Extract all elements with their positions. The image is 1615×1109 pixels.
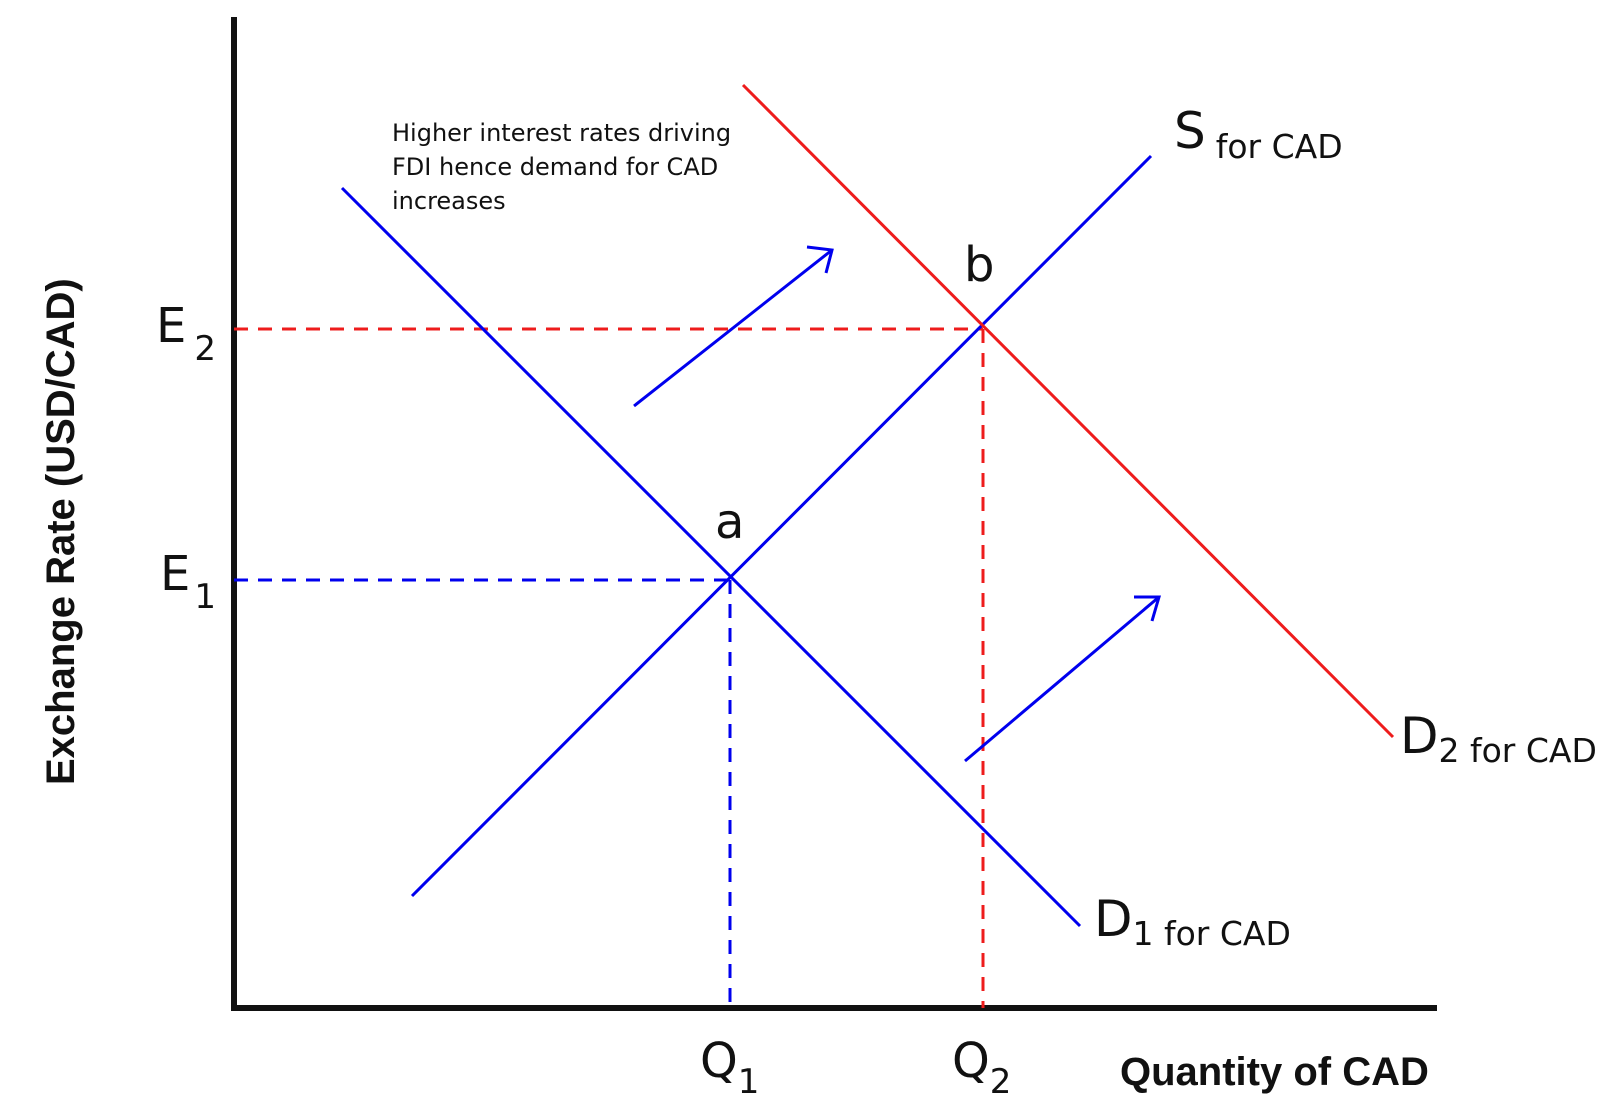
point-a-label: a (715, 494, 744, 550)
shift-arrow-lower (964, 595, 1161, 763)
demand1-label: D1 for CAD (1094, 890, 1291, 953)
demand1-curve (340, 186, 1082, 928)
x-axis-title: Quantity of CAD (1120, 1050, 1429, 1094)
q2-label: Q2 (952, 1033, 1011, 1102)
annotation-text: Higher interest rates driving FDI hence … (392, 119, 739, 215)
supply-curve (410, 154, 1153, 898)
point-b-label: b (964, 237, 994, 293)
q1-label: Q1 (700, 1033, 759, 1102)
demand2-label: D2 for CAD (1400, 707, 1597, 770)
demand2-curve (741, 83, 1395, 739)
shift-arrow-upper (633, 245, 834, 408)
y-axis-title: Exchange Rate (USD/CAD) (39, 278, 83, 785)
